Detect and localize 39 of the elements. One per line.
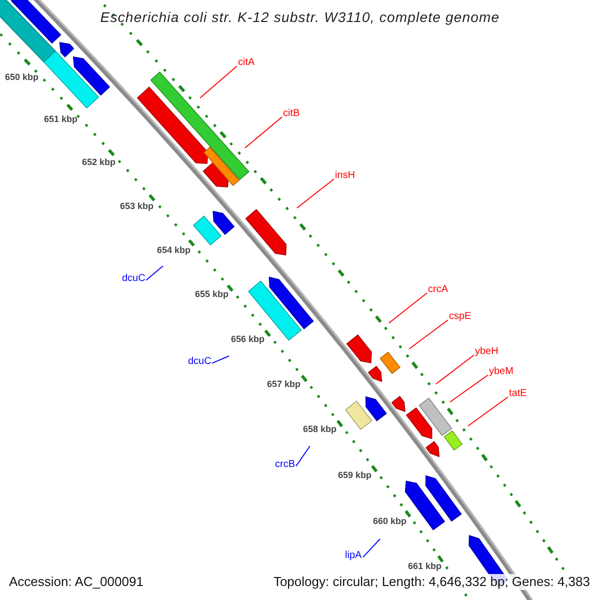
position-label: 660 kbp — [373, 516, 407, 527]
gene-label: insH — [335, 170, 356, 182]
leader-line — [362, 538, 380, 558]
position-label: 650 kbp — [5, 72, 39, 83]
gene-label: ybeH — [475, 346, 498, 358]
leader-line — [468, 396, 508, 426]
position-label: 658 kbp — [303, 424, 337, 435]
gene-label: dcuC — [188, 356, 212, 368]
leader-line — [212, 356, 230, 364]
genome-info-text: Topology: circular; Length: 4,646,332 bp; Genes: 4,383 — [271, 574, 592, 590]
position-label: 654 kbp — [157, 245, 191, 256]
leader-line — [450, 374, 488, 402]
position-label: 659 kbp — [338, 470, 372, 481]
leader-line — [388, 292, 428, 324]
position-label: 655 kbp — [195, 289, 229, 300]
position-label: 651 kbp — [44, 114, 78, 125]
leader-line — [296, 446, 310, 467]
gene-label: crcA — [428, 284, 448, 296]
leader-line — [408, 320, 448, 350]
position-label: 653 kbp — [120, 201, 154, 212]
gene-label: ybeM — [489, 366, 514, 378]
leader-line — [146, 266, 164, 281]
gene-label: cspE — [449, 311, 472, 323]
leader-line — [296, 178, 334, 208]
position-label: 661 kbp — [408, 561, 442, 572]
leader-line — [436, 354, 474, 384]
gene-label: crcB — [275, 459, 295, 471]
position-label: 656 kbp — [231, 334, 265, 345]
leader-line — [200, 66, 238, 98]
leader-line — [244, 116, 282, 148]
title: Escherichia coli str. K-12 substr. W3110, complete genome — [99, 9, 501, 25]
position-label: 652 kbp — [82, 157, 116, 168]
gene-label: citA — [238, 57, 255, 69]
accession-text: Accession: AC_000091 — [7, 574, 146, 590]
position-label: 657 kbp — [267, 379, 301, 390]
gene-label: lipA — [345, 550, 362, 562]
gene-label: tatE — [509, 388, 527, 400]
gene-label: dcuC — [122, 273, 146, 285]
gene-label: citB — [283, 108, 300, 120]
